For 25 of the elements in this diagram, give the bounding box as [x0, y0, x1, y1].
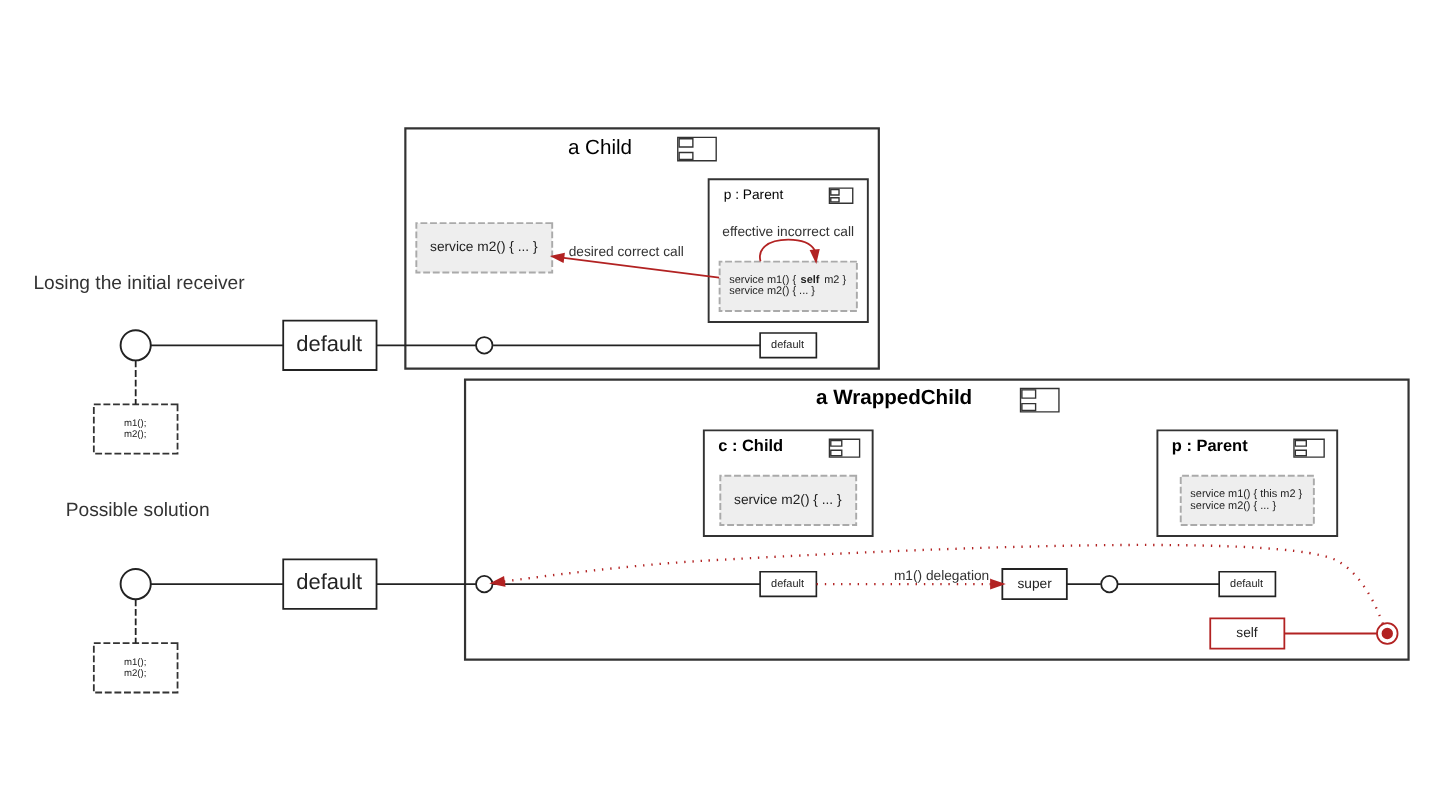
label: Possible solution [65, 499, 210, 522]
arrow [549, 251, 721, 278]
connector [149, 343, 284, 346]
connector [492, 343, 761, 346]
node-circle [119, 328, 152, 361]
connector [134, 358, 137, 405]
node-circle [1376, 621, 1399, 644]
arrow [816, 577, 1006, 589]
label: Losing the initial receiver [33, 271, 245, 294]
connector [375, 582, 477, 584]
node-circle [475, 573, 494, 593]
node-circle [119, 567, 152, 600]
connector [375, 343, 477, 346]
connector [1066, 582, 1102, 584]
connector [492, 582, 761, 584]
connector [1283, 631, 1378, 634]
arrow [489, 542, 1384, 624]
arrow [759, 237, 820, 263]
connector [1116, 582, 1220, 584]
node-circle [475, 335, 494, 354]
connector [149, 582, 284, 584]
connector [134, 597, 137, 643]
node-circle [1100, 573, 1119, 593]
node-box: default [282, 318, 378, 370]
node-box: default [282, 557, 378, 609]
